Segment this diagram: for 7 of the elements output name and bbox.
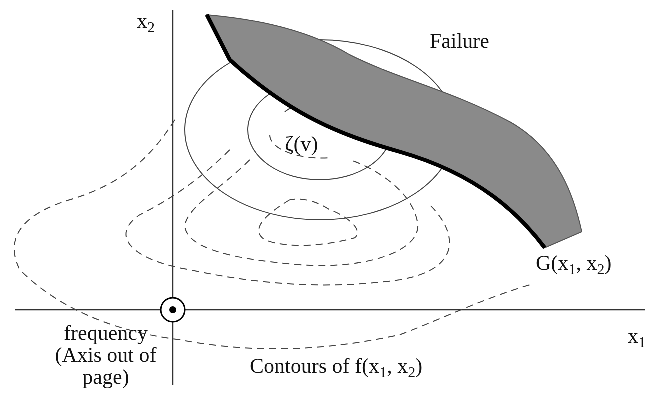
axis-label: x$_{1}$ [628,325,645,352]
axis-label: Contours of f(x$_{1}$, x$_{2}$) [250,355,423,382]
axis-label: frequency (Axis out of page) [54,322,158,388]
axis-label: ζ(v) [285,133,318,156]
axis-label: G(x$_{1}$, x$_{2}$) [536,252,612,280]
axis-label: Failure [430,30,490,52]
axis-label: x$_{2}$ [137,10,156,38]
